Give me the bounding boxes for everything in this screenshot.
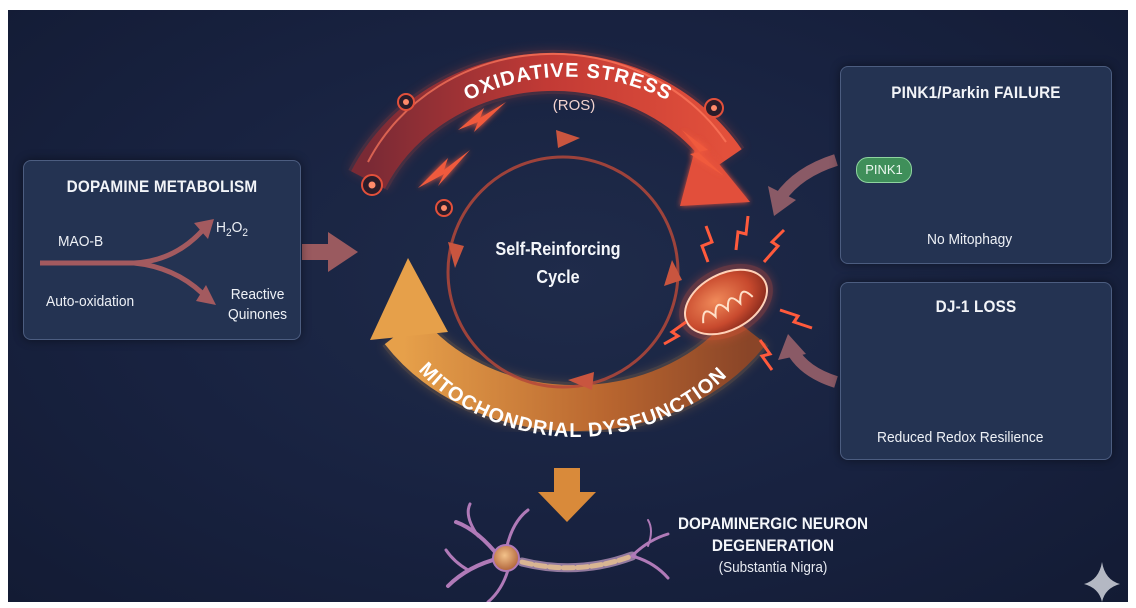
mitochondrial-dysfunction-arc	[370, 258, 769, 522]
ros-molecule-icons	[361, 93, 724, 217]
neuron-degeneration-label: DOPAMINERGIC NEURON DEGENERATION (Substa…	[661, 513, 886, 579]
dj1-panel-title: DJ-1 LOSS	[935, 297, 1017, 316]
pink1-pill: PINK1	[856, 157, 912, 183]
cycle-center-line2: Cycle	[536, 267, 580, 287]
dopamine-metabolism-panel: DOPAMINE METABOLISM MAO-B Auto-oxidation…	[23, 160, 301, 340]
diagram-canvas: OXIDATIVE STRESS (ROS) MITOCHONDRIAL DYS…	[8, 10, 1128, 602]
h2o2-label: H2O2	[216, 219, 248, 239]
reduced-redox-resilience-label: Reduced Redox Resilience	[877, 429, 1044, 446]
cycle-center-line1: Self-Reinforcing	[495, 239, 621, 259]
pink1-panel-title: PINK1/Parkin FAILURE	[891, 83, 1061, 102]
dopaminergic-neuron-icon	[444, 502, 670, 602]
inner-arrow-left	[448, 242, 464, 268]
sparkle-icon	[1084, 562, 1120, 602]
outcome-subtitle: (Substantia Nigra)	[718, 559, 828, 576]
mao-b-label: MAO-B	[58, 233, 104, 250]
outcome-title-line1: DOPAMINERGIC NEURON	[677, 514, 869, 533]
inner-arrow-bottom	[568, 372, 594, 390]
lightning-bolt-icons	[418, 102, 724, 188]
damaged-mitochondrion-icon	[663, 215, 813, 371]
dj1-to-mitochondrion-arrow	[778, 334, 838, 388]
dj1-loss-panel: DJ-1 LOSS Reduced Redox Resilience	[840, 282, 1112, 460]
reactive-quinones-label: Reactive Quinones	[228, 286, 288, 323]
dopamine-to-cycle-arrow	[302, 232, 358, 272]
inner-arrow-right	[664, 260, 682, 286]
oxidative-stress-arc	[348, 49, 750, 206]
ros-label: (ROS)	[553, 97, 596, 114]
dopamine-branch-arrows	[40, 219, 216, 305]
pink1-to-mitochondrion-arrow	[768, 154, 838, 216]
dopamine-panel-title: DOPAMINE METABOLISM	[66, 177, 258, 196]
auto-oxidation-label: Auto-oxidation	[46, 293, 135, 310]
no-mitophagy-label: No Mitophagy	[927, 231, 1013, 248]
outcome-title-line2: DEGENERATION	[711, 536, 835, 555]
inner-arrow-top	[556, 130, 580, 148]
cycle-center-label: Self-Reinforcing Cycle	[473, 235, 644, 291]
inner-cycle-ring	[446, 130, 682, 390]
